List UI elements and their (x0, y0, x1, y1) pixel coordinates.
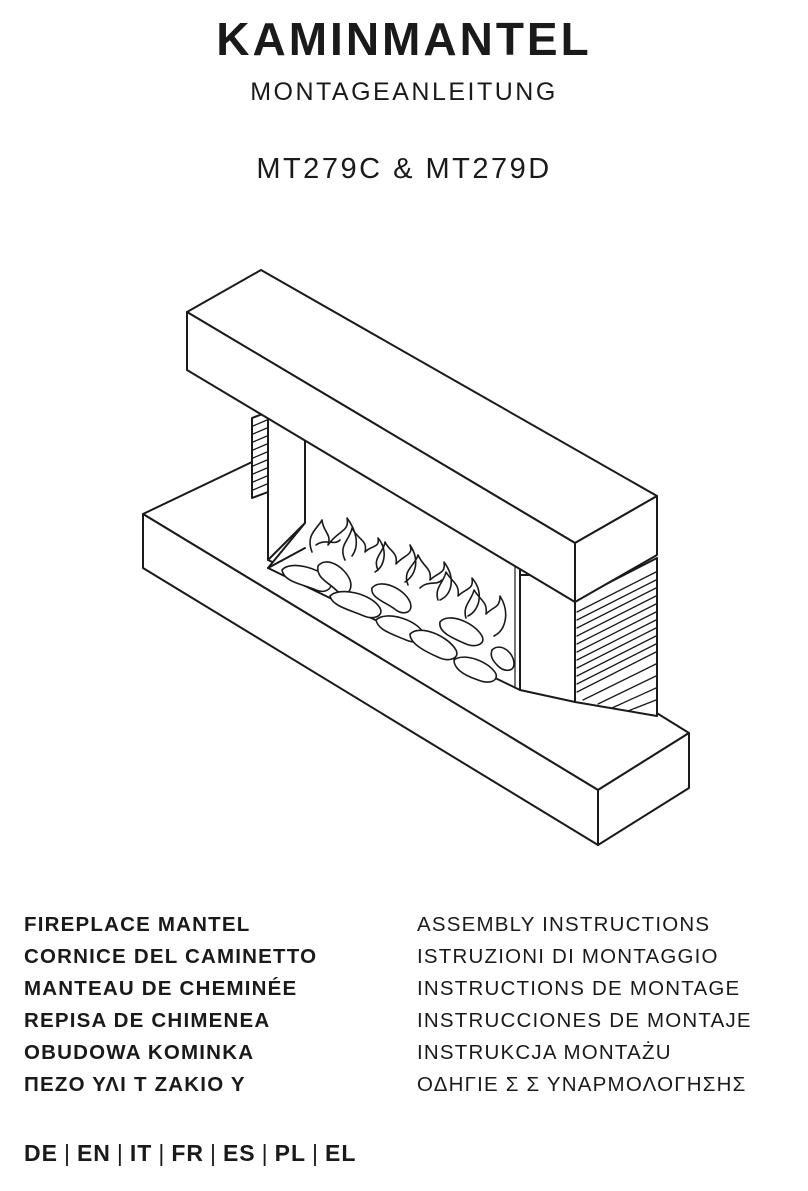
translation-product: ΠΕΖΟ ΥΛΙ Τ ΖΑΚΙΟ Υ (24, 1073, 246, 1096)
translation-instructions: ASSEMBLY INSTRUCTIONS (417, 913, 711, 936)
translation-product: FIREPLACE MANTEL (24, 913, 251, 936)
language-code: PL (274, 1140, 307, 1166)
language-code: ES (222, 1140, 256, 1166)
translation-instructions: ISTRUZIONI DI MONTAGGIO (417, 945, 719, 968)
language-code: EN (76, 1140, 111, 1166)
document-title: KAMINMANTEL (216, 13, 592, 65)
language-code: FR (171, 1140, 204, 1166)
separator: | (116, 1140, 124, 1166)
translation-product: OBUDOWA KOMINKA (24, 1041, 255, 1064)
separator: | (158, 1140, 166, 1166)
translation-instructions: INSTRUCCIONES DE MONTAJE (417, 1009, 752, 1032)
translation-product: MANTEAU DE CHEMINÉE (24, 977, 298, 1000)
document-subtitle: MONTAGEANLEITUNG (250, 78, 558, 106)
separator: | (261, 1140, 269, 1166)
translation-instructions: ΟΔΗΓΙΕ Σ Σ ΥΝΑΡΜΟΛΟΓΗΣΗΣ (417, 1073, 747, 1096)
separator: | (63, 1140, 71, 1166)
language-code: EL (325, 1140, 357, 1166)
separator: | (209, 1140, 217, 1166)
language-code: DE (24, 1140, 58, 1166)
translation-instructions: INSTRUKCJA MONTAŻU (417, 1041, 672, 1064)
separator: | (312, 1140, 320, 1166)
language-code: IT (129, 1140, 153, 1166)
translation-instructions: INSTRUCTIONS DE MONTAGE (417, 977, 741, 1000)
translation-product: CORNICE DEL CAMINETTO (24, 945, 318, 968)
model-numbers: MT279C & MT279D (256, 153, 552, 185)
fireplace-mantel-icon (142, 269, 690, 846)
language-list: DE|EN|IT|FR|ES|PL|EL (24, 1140, 356, 1167)
translation-product: REPISA DE CHIMENEA (24, 1009, 271, 1032)
